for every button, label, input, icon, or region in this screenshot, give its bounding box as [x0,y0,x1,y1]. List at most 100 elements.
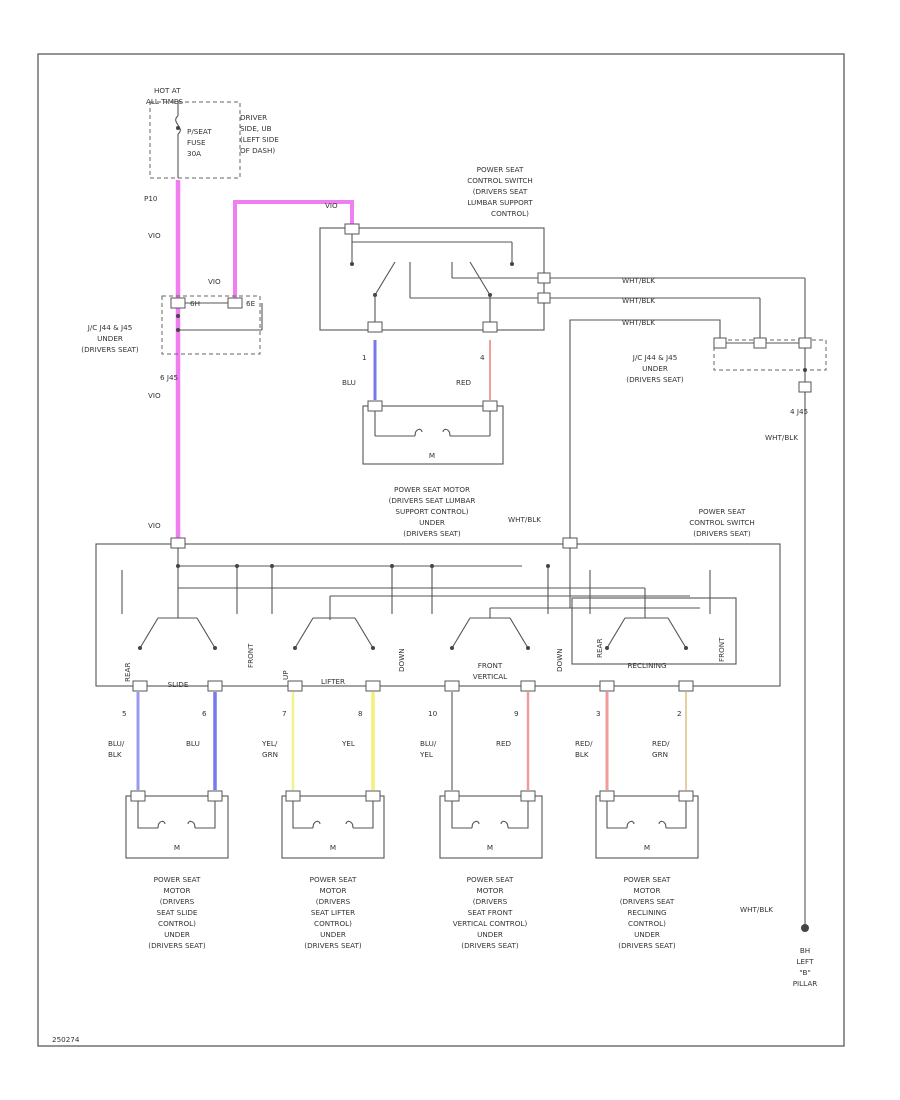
motor-vertical-label-5: VERTICAL CONTROL) [453,919,528,928]
junction-right-terminal-2 [753,337,767,349]
motor-reclining-terminal-l [599,790,615,802]
main-terminal-1 [132,680,148,692]
wht-blk-label-2: WHT/BLK [622,296,655,305]
motor-slide-label-4: SEAT SLIDE [157,908,198,917]
post-node-5 [430,564,434,568]
motor-slide-symbol [157,820,196,829]
junction-left-node-1 [176,314,180,318]
main-terminal-6 [520,680,536,692]
lumbar-motor-terminal-r [482,400,498,412]
pivot-1 [138,646,142,650]
fuse-location-line-2: SIDE, UB [240,124,272,133]
junction-right: J/C J44 & J45 UNDER (DRIVERS SEAT) 4 J45… [626,337,827,925]
label-vertical-down: DOWN [555,648,564,672]
motor-slide-label-7: (DRIVERS SEAT) [148,941,206,950]
main-switch-posts [121,564,711,614]
motor-lifter-label-4: SEAT LIFTER [311,908,355,917]
motor-lifter-label-6: UNDER [320,930,346,939]
lumbar-motor-terminal-l [367,400,383,412]
post-node-2 [235,564,239,568]
lumbar-switch-terminal-r1 [537,272,551,284]
motor-slide: M POWER SEAT MOTOR (DRIVERS SEAT SLIDE C… [125,790,229,950]
motor-slide-label-6: UNDER [164,930,190,939]
wire-label-yel-grn-1: YEL/ [261,739,278,748]
main-terminal-2 [207,680,223,692]
blade-reclining-r [667,617,687,649]
lumbar-switch-blade-left [374,261,396,296]
motor-reclining-label-1: POWER SEAT [624,875,671,884]
motor-slide-label-5: CONTROL) [158,919,196,928]
lumbar-switch-terminal-b2 [482,321,498,333]
pivot-5 [450,646,454,650]
vio-label-switch: VIO [325,201,338,210]
footer-code: 250274 [52,1035,80,1044]
motor-reclining-lead-r [666,801,687,829]
section-vertical: VERTICAL [473,672,507,681]
junction-right-node [803,368,807,372]
main-terminal-7 [599,680,615,692]
ground-label-2: LEFT [797,957,815,966]
motor-slide-label-2: MOTOR [164,886,191,895]
junction-right-terminal-3 [798,337,812,349]
fuse-block-outline [149,101,241,179]
lumbar-switch-label-1: POWER SEAT [477,165,524,174]
motor-vertical-box [439,795,543,859]
vio-branch-wire [233,200,354,302]
motor-vertical-label-4: SEAT FRONT [468,908,513,917]
junction-left-label-3: (DRIVERS SEAT) [81,345,139,354]
junction-right-label-3: (DRIVERS SEAT) [626,375,684,384]
section-front: FRONT [478,661,503,670]
main-switch-blades [138,588,688,650]
fuse-node [176,126,180,130]
diagram-frame [37,53,845,1047]
lumbar-switch-pin-left: 1 [362,353,367,362]
lumbar-switch-label-5: CONTROL) [491,209,529,218]
label-lifter-up: UP [281,670,290,680]
motor-reclining-label-3: (DRIVERS SEAT [620,897,675,906]
vio-label-branch: VIO [208,277,221,286]
ground-label-4: PILLAR [793,979,818,988]
wire-label-yel: YEL [341,739,355,748]
section-lifter: LIFTER [321,677,345,686]
lumbar-switch-terminal-r2 [537,292,551,304]
lumbar-red-label: RED [456,378,472,387]
motor-vertical-lead-l [451,801,472,829]
lumbar-motor-label-1: POWER SEAT MOTOR [394,485,470,494]
motor-lifter-label-2: MOTOR [320,886,347,895]
motor-vertical-m: M [487,843,493,852]
motor-reclining-m: M [644,843,650,852]
label-reclining-rear: REAR [595,639,604,658]
junction-left: 6H 6E J/C J44 & J45 UNDER (DRIVERS SEAT)… [81,295,263,382]
main-switch-terminal-wht [562,537,578,549]
wire-label-red-blk-2: BLK [575,750,589,759]
pin-slide-l: 5 [122,709,127,718]
ground-point: BH LEFT "B" PILLAR [793,924,818,988]
ground-symbol [801,924,809,932]
pivot-4 [371,646,375,650]
junction-left-label-1: J/C J44 & J45 [87,323,133,332]
motor-vertical-symbol [471,820,509,829]
motor-lifter-m: M [330,843,336,852]
junction-left-node-2 [176,328,180,332]
post-node-4 [390,564,394,568]
motor-vertical-terminal-r [520,790,536,802]
main-switch-label-2: CONTROL SWITCH [689,518,755,527]
lumbar-switch-label-4: LUMBAR SUPPORT [467,198,533,207]
lumbar-switch-contact-2 [510,262,514,266]
motor-vertical: M POWER SEAT MOTOR (DRIVERS SEAT FRONT V… [439,790,543,950]
motor-reclining-label-7: (DRIVERS SEAT) [618,941,676,950]
junction-left-label-2: UNDER [97,334,123,343]
lumbar-switch-terminal-top [344,223,360,235]
vio-label-upper: VIO [148,231,161,240]
wht-blk-label-1: WHT/BLK [622,276,655,285]
lumbar-motor-label-4: UNDER [419,518,445,527]
section-reclining: RECLINING [627,661,666,670]
lumbar-switch-terminal-b1 [367,321,383,333]
blade-reclining-l [606,617,626,649]
wire-label-red-grn-2: GRN [652,750,668,759]
main-terminal-5 [444,680,460,692]
label-slide-rear: REAR [123,663,132,682]
lumbar-switch-label-3: (DRIVERS SEAT [473,187,528,196]
motor-lifter: M POWER SEAT MOTOR (DRIVERS SEAT LIFTER … [281,790,385,950]
